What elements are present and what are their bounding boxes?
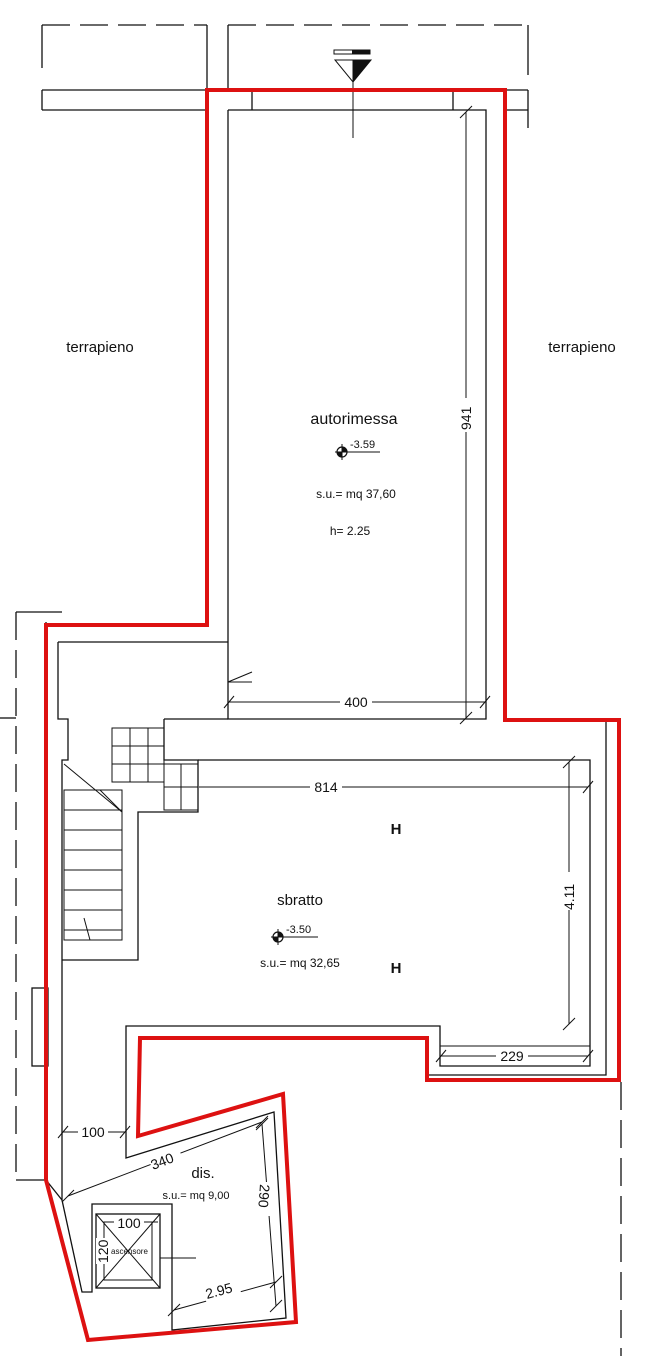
hallway-bottom-dimension: 2.95 [167, 1275, 283, 1317]
hallway-diagonal-dimension: 340 [61, 1115, 269, 1203]
property-boundary [44, 88, 621, 1343]
storage-area: s.u.= mq 32,65 [260, 956, 340, 970]
garage-length-label: 941 [458, 406, 474, 430]
h-symbol-bottom: H [391, 960, 402, 977]
storage-depth-label: 4.11 [561, 884, 577, 910]
hallway-side-label: 290 [255, 1184, 273, 1209]
hallway-room-name: dis. [191, 1165, 214, 1182]
storage-step-label: 229 [500, 1048, 524, 1064]
garage-width-label: 400 [344, 694, 368, 710]
staircase [63, 727, 199, 941]
garage-room-name: autorimessa [310, 411, 397, 428]
elevator-depth-dimension: 120 [95, 1222, 112, 1280]
elevator-width-dimension: 100 [106, 1215, 158, 1231]
elevator-label: ascensore [111, 1247, 148, 1256]
elevator-width-label: 100 [117, 1215, 141, 1231]
terrapieno-left-label: terrapieno [66, 339, 134, 356]
terrapieno-right-label: terrapieno [548, 339, 616, 356]
level-marker-icon [271, 929, 318, 945]
garage-area: s.u.= mq 37,60 [316, 487, 396, 501]
north-arrow-icon [333, 49, 373, 138]
storage-step-dimension: 229 [435, 1048, 594, 1064]
storage-room-name: sbratto [277, 892, 323, 909]
left-exterior [0, 611, 62, 1181]
garage-length-dimension: 941 [456, 105, 476, 725]
storage-level: -3.50 [286, 924, 311, 936]
h-symbol-top: H [391, 821, 402, 838]
hallway-bottom-label: 2.95 [204, 1279, 235, 1302]
storage-width-label: 814 [314, 779, 338, 795]
hallway-walls [45, 1111, 287, 1331]
elevator-depth-label: 120 [95, 1239, 111, 1263]
hallway-area: s.u.= mq 9,00 [163, 1190, 230, 1202]
hallway-side-dimension: 290 [255, 1117, 283, 1313]
corridor-dimension: 100 [57, 1124, 131, 1140]
storage-depth-dimension: 4.11 [559, 755, 579, 1031]
garage-level: -3.59 [350, 439, 375, 451]
storage-walls [45, 622, 610, 1180]
level-marker-icon [335, 444, 380, 460]
storage-width-dimension: 814 [199, 779, 594, 795]
top-boundary [41, 24, 529, 128]
corridor-label: 100 [81, 1124, 105, 1140]
garage-width-dimension: 400 [223, 694, 491, 710]
hallway-diagonal-label: 340 [148, 1149, 176, 1172]
garage-height: h= 2.25 [330, 524, 371, 538]
